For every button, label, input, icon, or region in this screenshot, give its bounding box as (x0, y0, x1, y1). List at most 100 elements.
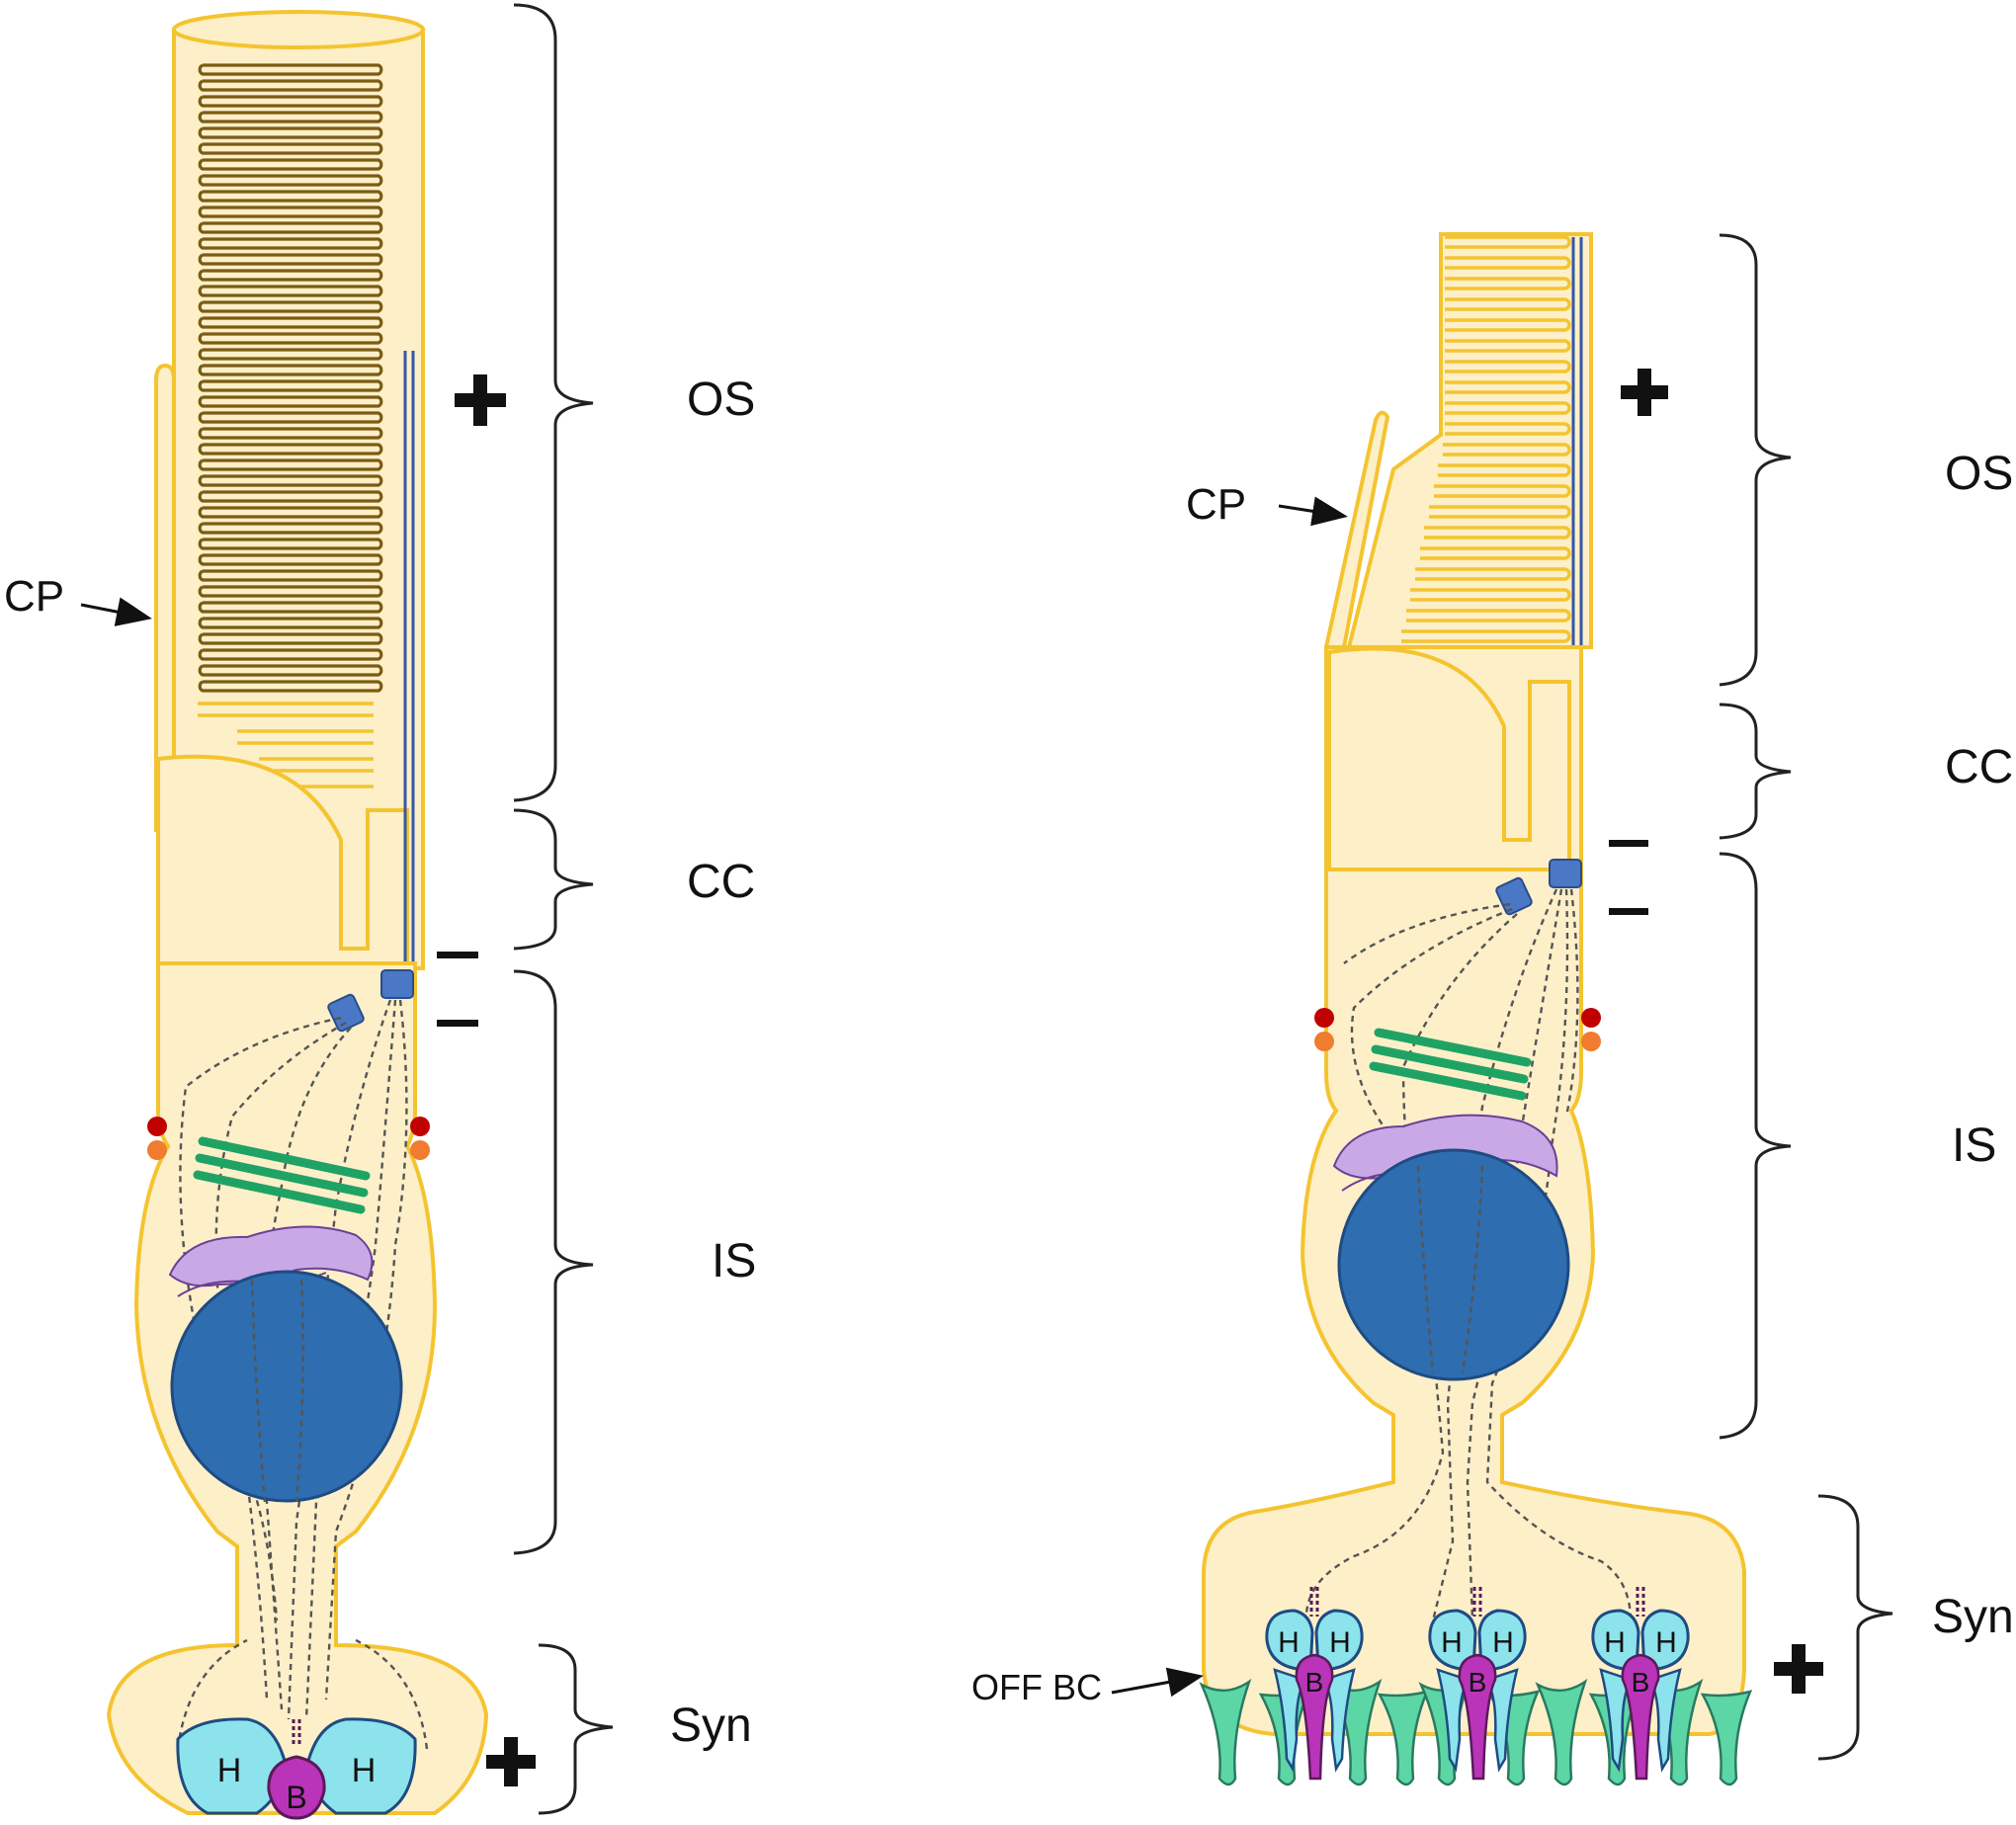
cone-off-bc-arrow (1111, 1667, 1204, 1698)
cone-is-label: IS (1952, 1120, 1996, 1172)
cone-outer-segment (1346, 232, 1593, 649)
rod-disc (198, 411, 383, 424)
rod-disc (198, 427, 383, 440)
rod-disc (198, 316, 383, 329)
rod-disc (198, 79, 383, 92)
rod-disc (198, 522, 383, 535)
off-bipolar-cell (1535, 1678, 1588, 1786)
h-label: H (1278, 1626, 1300, 1659)
h-label: H (1329, 1626, 1351, 1659)
cone-syn-brace (1817, 1494, 1893, 1761)
rod-syn-brace (538, 1643, 614, 1815)
bipolar-cell (1295, 1653, 1334, 1781)
cone-lamella (1445, 360, 1571, 373)
cone-os-brace (1719, 233, 1792, 687)
cone-membrane-dots (1314, 1008, 1601, 1051)
rod-h-left-label: H (217, 1752, 242, 1789)
h-label: H (1492, 1626, 1514, 1659)
rod-disc (198, 126, 383, 139)
rod-h-right-label: H (352, 1752, 377, 1789)
rod-axoneme (403, 351, 415, 973)
rod-disc (198, 664, 383, 677)
cone-endoplasmic-reticulum (1369, 1028, 1532, 1101)
cone-lamella (1445, 235, 1571, 249)
cone-lamella (1415, 567, 1571, 581)
rod-disc (198, 285, 383, 297)
rod-disc (198, 601, 383, 614)
cone-lamella (1445, 339, 1571, 353)
horizontal-cell (1640, 1609, 1690, 1672)
cone-syn-plus-sign (1774, 1644, 1823, 1694)
rod-os-base (156, 754, 409, 975)
rod-cp-label: CP (4, 572, 64, 621)
rod-syn-plus-sign (486, 1737, 536, 1786)
rod-nucleus-microtubules (250, 1279, 304, 1503)
h-label: H (1604, 1626, 1626, 1659)
rod-disc (198, 300, 383, 313)
rod-disc (198, 63, 383, 76)
cone-lamella (1429, 505, 1571, 519)
rod-disc (198, 269, 383, 282)
cone-cp-arrow (1278, 496, 1348, 527)
rod-basal-discs (198, 702, 374, 788)
rod-syn-label: Syn (670, 1700, 752, 1752)
synaptic-ribbon (1636, 1587, 1645, 1617)
cone-lamella (1445, 256, 1571, 270)
rod-disc (198, 174, 383, 187)
cone-lamella (1445, 318, 1571, 332)
cone-lamella (1434, 484, 1571, 498)
cone-calycal-process (1323, 410, 1390, 649)
rod-disc (198, 538, 383, 550)
rod-disc (198, 569, 383, 582)
cone-is-brace (1719, 852, 1792, 1440)
horizontal-cell (1265, 1609, 1314, 1672)
off-bipolar-cell (1700, 1690, 1753, 1786)
rod-disc (198, 680, 383, 693)
rod-is-brace (513, 969, 594, 1555)
rod-os-brace (513, 3, 594, 802)
cone-lamellae (1401, 235, 1571, 643)
cone-lamella (1424, 526, 1571, 539)
rod-disc (198, 379, 383, 392)
rod-disc (198, 506, 383, 519)
cone-off-bc-label: OFF BC (971, 1667, 1102, 1707)
cone-lamella (1445, 380, 1571, 394)
rod-cell: H H B CP OS CC IS Syn (4, 3, 756, 1820)
rod-membrane-dots (147, 1117, 430, 1160)
rod-disc (198, 348, 383, 361)
rod-outer-segment-top (172, 10, 425, 49)
rod-is-minus-sign (437, 1020, 478, 1027)
b-label: B (1632, 1667, 1650, 1698)
cone-nucleus (1337, 1148, 1570, 1381)
cone-cc-label: CC (1945, 741, 2013, 793)
rod-nucleus (170, 1270, 403, 1503)
rod-bipolar-cell (267, 1755, 326, 1820)
rod-disc (198, 95, 383, 108)
rod-disc (198, 158, 383, 171)
rod-is-label: IS (712, 1235, 756, 1287)
rod-os-label: OS (687, 373, 755, 426)
rod-disc (198, 490, 383, 503)
rod-endoplasmic-reticulum (193, 1136, 371, 1214)
rod-disc (198, 221, 383, 234)
synaptic-ribbon (1472, 1587, 1482, 1617)
bipolar-cell (1458, 1653, 1497, 1781)
cone-lamella (1406, 609, 1571, 622)
cone-lamella (1420, 546, 1571, 560)
rod-disc (198, 395, 383, 408)
rod-disc (198, 206, 383, 218)
cone-cc-brace (1719, 703, 1792, 840)
rod-disc (198, 443, 383, 456)
h-label: H (1441, 1626, 1463, 1659)
cone-lamella (1410, 588, 1571, 602)
cone-cc-minus-sign (1609, 840, 1648, 847)
cone-lamella (1443, 443, 1571, 456)
rod-cc-brace (513, 808, 594, 951)
rod-disc (198, 253, 383, 266)
off-bipolar-cell (1199, 1678, 1252, 1786)
